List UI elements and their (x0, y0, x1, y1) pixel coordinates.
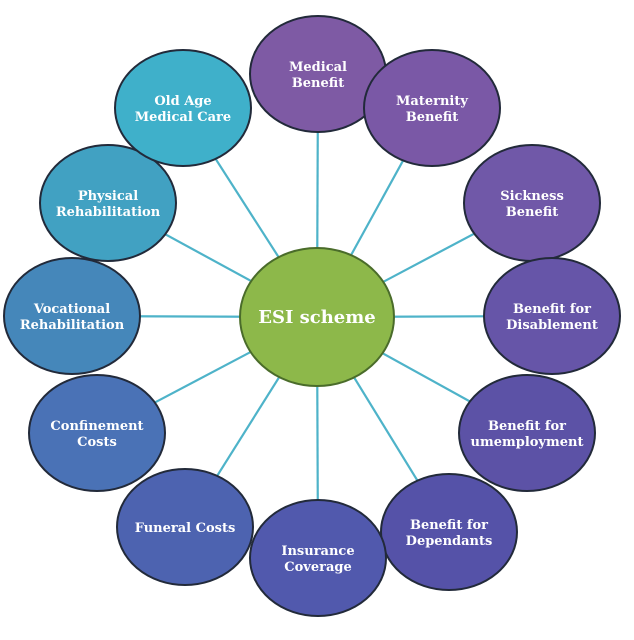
benefit-for-disablement-label-line: Disablement (506, 318, 598, 333)
maternity-benefit-label-line: Maternity (396, 94, 468, 109)
benefit-for-disablement-ellipse (483, 257, 621, 375)
medical-benefit-label-line: Medical (289, 60, 347, 75)
center-ellipse (239, 247, 395, 387)
physical-rehabilitation-label-line: Physical (78, 189, 138, 204)
funeral-costs-ellipse (116, 468, 254, 586)
sickness-benefit-label-line: Sickness (500, 189, 564, 204)
confinement-costs-label-line: Confinement (50, 419, 143, 434)
funeral-costs-label-line: Funeral Costs (135, 521, 236, 536)
node-funeral-costs: Funeral Costs (116, 468, 254, 586)
center-label: ESI scheme (258, 307, 376, 328)
old-age-medical-care-label-line: Medical Care (135, 110, 231, 125)
vocational-rehabilitation-ellipse (3, 257, 141, 375)
funeral-costs-label: Funeral Costs (135, 521, 236, 536)
benefit-for-unemployment-ellipse (458, 374, 596, 492)
benefit-for-disablement-label-line: Benefit for (513, 302, 591, 317)
insurance-coverage-label-line: Insurance (281, 544, 354, 559)
old-age-medical-care-ellipse (114, 49, 252, 167)
physical-rehabilitation-label-line: Rehabilitation (56, 205, 161, 220)
sickness-benefit-label-line: Benefit (506, 205, 558, 220)
physical-rehabilitation-ellipse (39, 144, 177, 262)
benefit-for-dependants-label-line: Benefit for (410, 518, 488, 533)
insurance-coverage-ellipse (249, 499, 387, 617)
maternity-benefit-ellipse (363, 49, 501, 167)
maternity-benefit-label-line: Benefit (406, 110, 458, 125)
insurance-coverage-label-line: Coverage (284, 560, 351, 575)
old-age-medical-care-label-line: Old Age (154, 94, 211, 109)
medical-benefit-label-line: Benefit (292, 76, 344, 91)
benefit-for-unemployment-label-line: umemployment (471, 435, 584, 450)
confinement-costs-ellipse (28, 374, 166, 492)
center-node: ESI scheme (239, 247, 395, 387)
benefit-for-dependants-ellipse (380, 473, 518, 591)
vocational-rehabilitation-label-line: Vocational (33, 302, 110, 317)
benefit-for-dependants-label-line: Dependants (406, 534, 493, 549)
vocational-rehabilitation-label-line: Rehabilitation (20, 318, 125, 333)
confinement-costs-label-line: Costs (77, 435, 117, 450)
benefit-for-unemployment-label-line: Benefit for (488, 419, 566, 434)
